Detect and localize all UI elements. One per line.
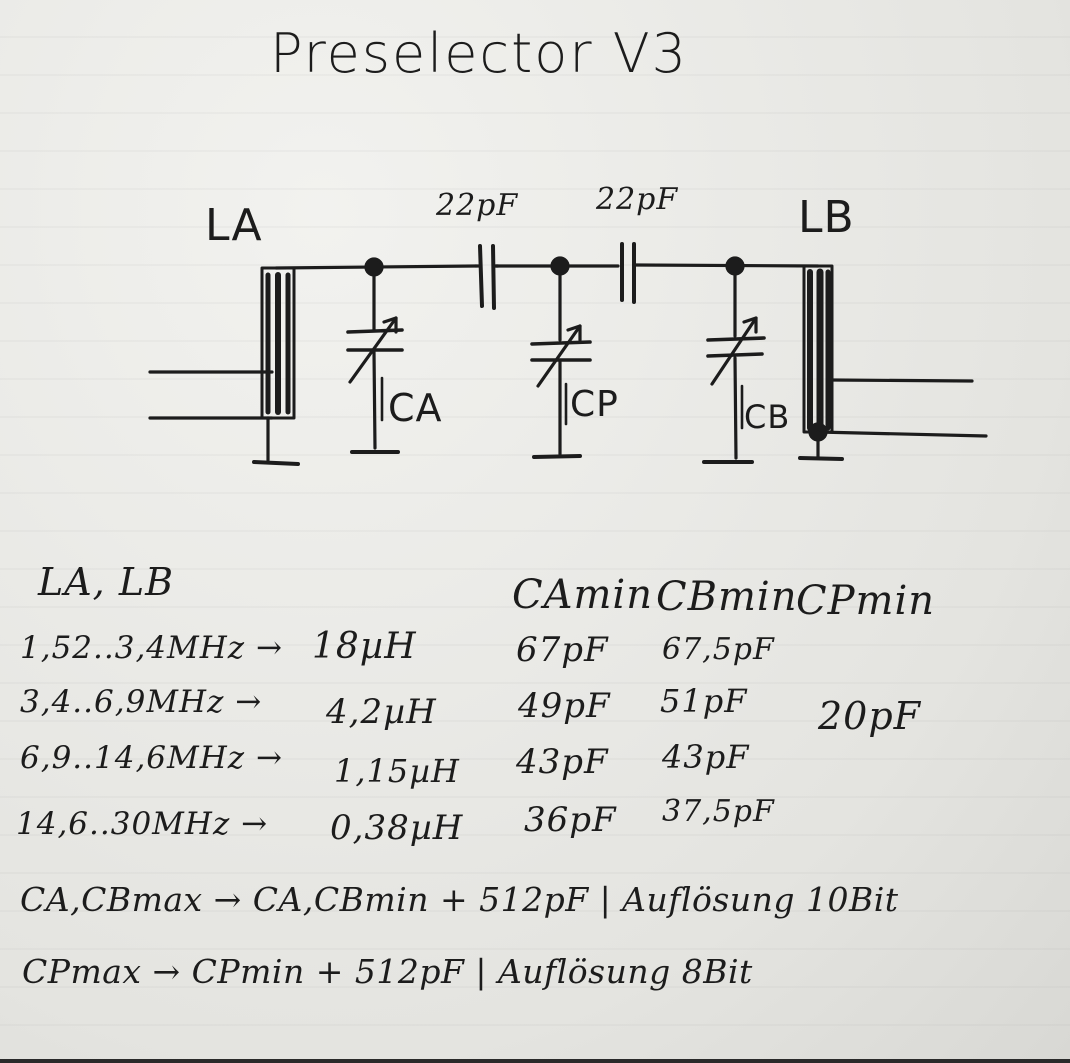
- column-header-camin: CAmin: [512, 572, 653, 618]
- note-cp-max: CPmax → CPmin + 512pF | Auflösung 8Bit: [22, 952, 753, 991]
- inductor-lb-label: LB: [798, 192, 855, 243]
- row-inductance: 18µH: [312, 626, 417, 667]
- inductor-la-label: LA: [205, 200, 263, 251]
- coupling-capacitor-right: [620, 242, 636, 304]
- variable-capacitor-ca: [346, 265, 404, 454]
- row-ca: 43pF: [516, 742, 609, 782]
- row-inductance: 1,15µH: [334, 752, 460, 790]
- cpmin-value: 20pF: [818, 694, 922, 738]
- column-header-inductors: LA, LB: [38, 560, 174, 604]
- coupling-cap-right-label: 22pF: [596, 182, 679, 217]
- row-ca: 67pF: [516, 630, 609, 670]
- inductor-la: [148, 266, 300, 466]
- cap-cp-label: CP: [570, 384, 619, 425]
- row-ca: 49pF: [518, 686, 611, 726]
- variable-capacitor-cb: [702, 264, 766, 464]
- row-range: 1,52..3,4MHz →: [20, 630, 283, 666]
- row-ca: 36pF: [524, 800, 617, 840]
- row-cb: 67,5pF: [662, 632, 775, 667]
- row-cb: 43pF: [662, 738, 750, 776]
- row-range: 3,4..6,9MHz →: [20, 684, 263, 720]
- schematic-diagram: [148, 242, 988, 466]
- column-header-cbmin: CBmin: [656, 574, 798, 620]
- variable-capacitor-cp: [530, 264, 592, 459]
- row-inductance: 0,38µH: [330, 808, 464, 848]
- column-header-cpmin: CPmin: [796, 578, 936, 624]
- row-cb: 37,5pF: [662, 794, 775, 829]
- row-cb: 51pF: [660, 682, 748, 720]
- coupling-capacitor-left: [474, 244, 500, 310]
- page-title: Preselector V3: [270, 22, 688, 85]
- page-bottom-edge: [0, 1059, 1070, 1063]
- cap-ca-label: CA: [388, 386, 443, 430]
- note-ca-cb-max: CA,CBmax → CA,CBmin + 512pF | Auflösung …: [20, 880, 899, 919]
- row-range: 6,9..14,6MHz →: [20, 740, 283, 776]
- row-inductance: 4,2µH: [326, 692, 437, 732]
- inductor-lb: [798, 264, 988, 461]
- coupling-cap-left-label: 22pF: [436, 188, 519, 223]
- cap-cb-label: CB: [744, 398, 791, 436]
- row-range: 14,6..30MHz →: [16, 806, 269, 842]
